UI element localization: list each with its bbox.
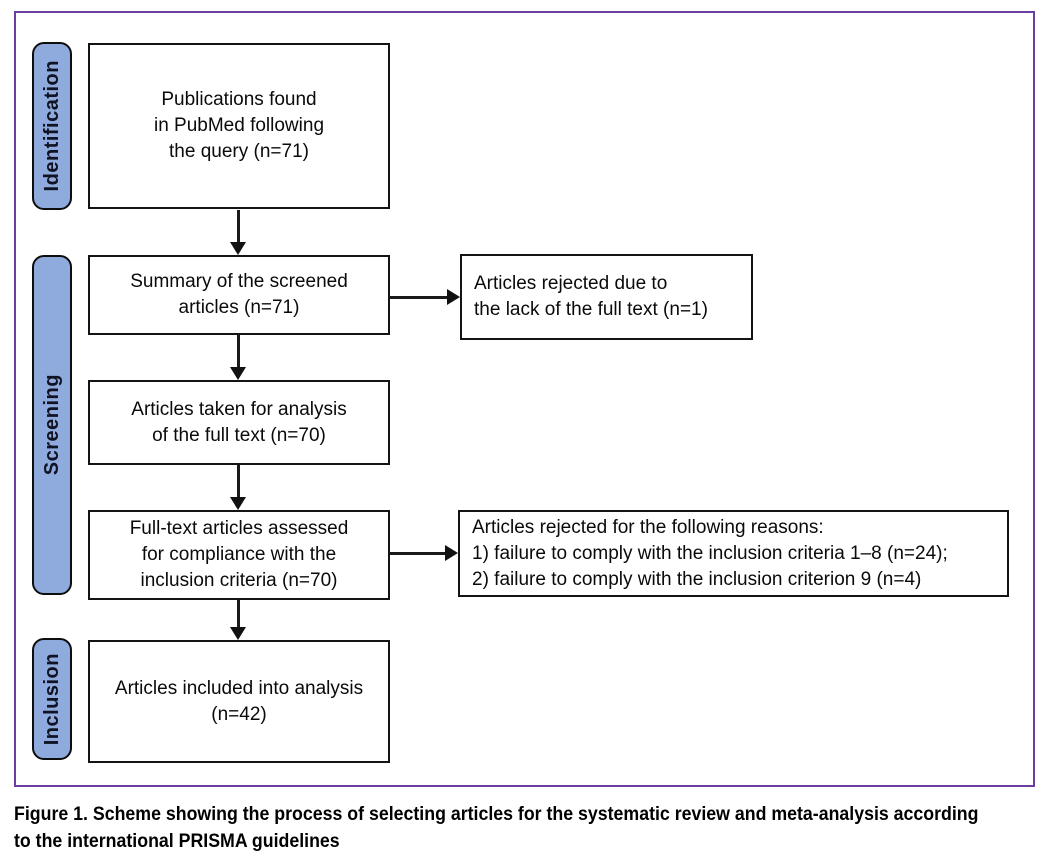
flow-box-taken-for-analysis: Articles taken for analysis of the full …: [88, 380, 390, 465]
flow-box-publications-found: Publications found in PubMed following t…: [88, 43, 390, 209]
stage-label-inclusion: Inclusion: [32, 638, 72, 760]
stage-label-screening-text: Screening: [40, 374, 63, 476]
flow-box-fulltext-assessed: Full-text articles assessed for complian…: [88, 510, 390, 600]
stage-label-identification-text: Identification: [40, 60, 63, 192]
figure-caption-line-2: to the international PRISMA guidelines: [14, 830, 340, 852]
flow-box-rejected-no-fulltext: Articles rejected due to the lack of the…: [460, 254, 753, 340]
flow-box-screened-summary: Summary of the screened articles (n=71): [88, 255, 390, 335]
stage-label-inclusion-text: Inclusion: [40, 652, 63, 746]
flow-box-included-in-analysis: Articles included into analysis (n=42): [88, 640, 390, 763]
figure-caption: Figure 1. Scheme showing the process of …: [14, 801, 1033, 855]
flow-box-rejected-reasons: Articles rejected for the following reas…: [458, 510, 1009, 597]
stage-label-screening: Screening: [32, 255, 72, 595]
stage-label-identification: Identification: [32, 42, 72, 210]
figure-caption-line-1: Figure 1. Scheme showing the process of …: [14, 803, 979, 825]
